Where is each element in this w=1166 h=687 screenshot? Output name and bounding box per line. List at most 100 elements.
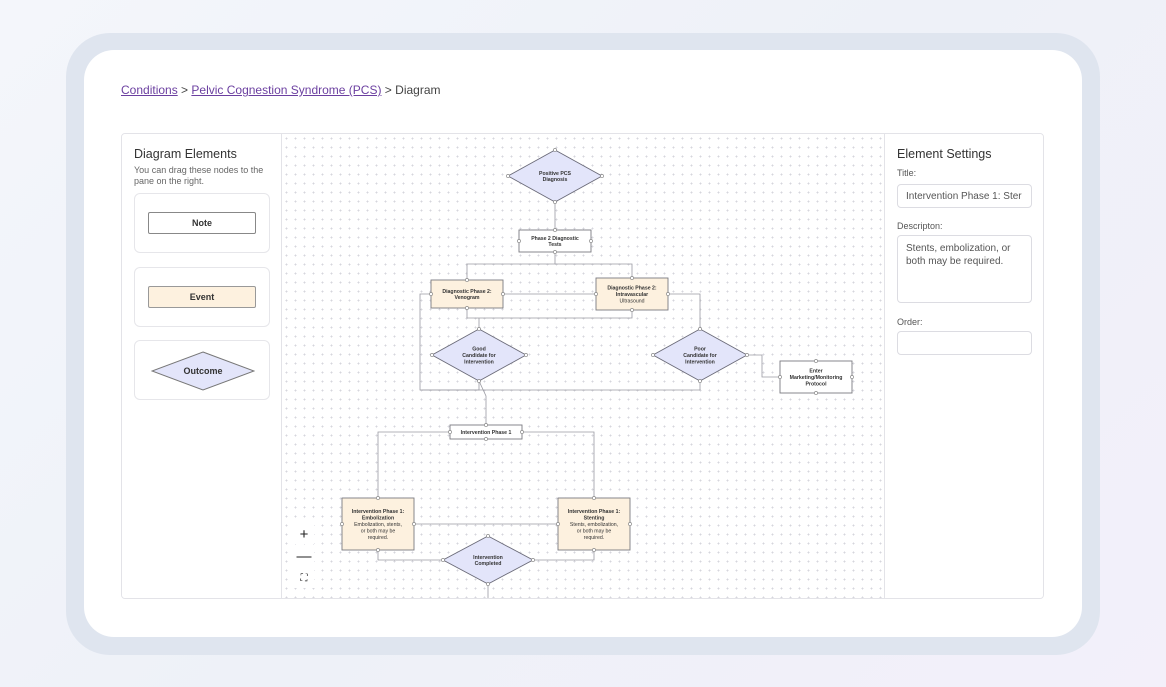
node-label-line: Stenting (584, 516, 605, 522)
connection-handle[interactable] (531, 558, 535, 562)
connection-handle[interactable] (340, 522, 344, 526)
outcome-diamond-shape (150, 351, 256, 391)
node-label-line: Candidate for (683, 353, 716, 359)
diagram-connector (466, 308, 633, 319)
node-label-line: Intravascular (616, 292, 648, 298)
connection-handle[interactable] (412, 522, 416, 526)
diagram-node-embolization[interactable]: Intervention Phase 1:EmbolizationEmboliz… (340, 496, 416, 552)
connection-handle[interactable] (484, 423, 488, 427)
fit-view-button[interactable]: ⛶ (294, 568, 314, 588)
connection-handle[interactable] (594, 292, 598, 296)
diagram-elements-pane: Diagram Elements You can drag these node… (122, 134, 282, 598)
connection-handle[interactable] (814, 359, 818, 363)
breadcrumb: Conditions > Pelvic Cognestion Syndrome … (121, 83, 441, 97)
diagram-connector (377, 550, 443, 561)
connection-handle[interactable] (376, 548, 380, 552)
zoom-out-button[interactable]: — (294, 546, 314, 566)
connection-handle[interactable] (484, 437, 488, 441)
connection-handle[interactable] (553, 228, 557, 232)
description-textarea[interactable]: Stents, embolization, or both may be req… (897, 235, 1032, 303)
node-label-line: required. (368, 535, 388, 541)
title-field-label: Title: (897, 168, 917, 178)
connection-handle[interactable] (477, 379, 481, 383)
palette-outcome-label: Outcome (183, 366, 223, 376)
connection-handle[interactable] (698, 379, 702, 383)
palette-event-node[interactable]: Event (148, 286, 256, 308)
connection-handle[interactable] (850, 375, 854, 379)
breadcrumb-separator: > (177, 83, 192, 97)
palette-outcome-card: Outcome (134, 340, 270, 400)
connection-handle[interactable] (630, 308, 634, 312)
diagram-connector (668, 293, 701, 329)
connection-handle[interactable] (465, 306, 469, 310)
diagram-node-venogram[interactable]: Diagnostic Phase 2:Venogram (429, 278, 505, 310)
node-label-line: Intervention (473, 555, 503, 561)
breadcrumb-condition-link[interactable]: Pelvic Cognestion Syndrome (PCS) (191, 83, 382, 97)
connection-handle[interactable] (517, 239, 521, 243)
palette-note-node[interactable]: Note (148, 212, 256, 234)
node-label-line: Protocol (805, 381, 827, 387)
node-label-line: or both may be (361, 528, 396, 534)
title-input[interactable]: Intervention Phase 1: Ster (897, 184, 1032, 208)
diagram-node-intervention-phase1[interactable]: Intervention Phase 1 (448, 423, 524, 441)
connection-handle[interactable] (814, 391, 818, 395)
connection-handle[interactable] (553, 148, 557, 152)
connection-handle[interactable] (600, 174, 604, 178)
connection-handle[interactable] (630, 276, 634, 280)
connection-handle[interactable] (477, 327, 481, 331)
element-settings-pane: Element Settings Title: Intervention Pha… (884, 134, 1043, 598)
diagram-connector (466, 252, 556, 280)
node-label-line: Diagnostic Phase 2: (442, 289, 492, 295)
node-label-line: Intervention Phase 1: (352, 509, 405, 515)
connection-handle[interactable] (628, 522, 632, 526)
connection-handle[interactable] (520, 430, 524, 434)
diagram-connector (422, 381, 480, 391)
connection-handle[interactable] (592, 548, 596, 552)
connection-handle[interactable] (506, 174, 510, 178)
diagram-connector (555, 263, 633, 278)
element-settings-title: Element Settings (897, 147, 992, 161)
breadcrumb-separator: > (381, 83, 396, 97)
connection-handle[interactable] (698, 327, 702, 331)
connection-handle[interactable] (556, 522, 560, 526)
diagram-connector (419, 293, 701, 391)
zoom-in-button[interactable]: + (294, 524, 314, 544)
breadcrumb-conditions-link[interactable]: Conditions (121, 83, 178, 97)
connection-handle[interactable] (501, 292, 505, 296)
connection-handle[interactable] (651, 353, 655, 357)
connection-handle[interactable] (376, 496, 380, 500)
breadcrumb-current: Diagram (395, 83, 441, 97)
connection-handle[interactable] (745, 353, 749, 357)
connection-handle[interactable] (553, 250, 557, 254)
connection-handle[interactable] (589, 239, 593, 243)
connection-handle[interactable] (524, 353, 528, 357)
connection-handle[interactable] (486, 534, 490, 538)
connection-handle[interactable] (429, 292, 433, 296)
node-label-line: Diagnostic Phase 2: (607, 286, 657, 292)
connection-handle[interactable] (465, 278, 469, 282)
diagram-elements-hint: You can drag these nodes to the pane on … (134, 165, 264, 186)
connection-handle[interactable] (666, 292, 670, 296)
connection-handle[interactable] (553, 200, 557, 204)
connection-handle[interactable] (592, 496, 596, 500)
connection-handle[interactable] (441, 558, 445, 562)
node-label-line: Poor (694, 347, 706, 353)
connection-handle[interactable] (778, 375, 782, 379)
order-input[interactable] (897, 331, 1032, 355)
connection-handle[interactable] (430, 353, 434, 357)
node-label-line: Intervention Phase 1 (461, 430, 512, 436)
connection-handle[interactable] (486, 582, 490, 586)
diagram-node-ultrasound[interactable]: Diagnostic Phase 2:IntravascularUltrasou… (594, 276, 670, 312)
palette-outcome-node[interactable]: Outcome (150, 351, 256, 391)
connection-handle[interactable] (448, 430, 452, 434)
node-label-line: Embolization, stents, (354, 522, 402, 528)
